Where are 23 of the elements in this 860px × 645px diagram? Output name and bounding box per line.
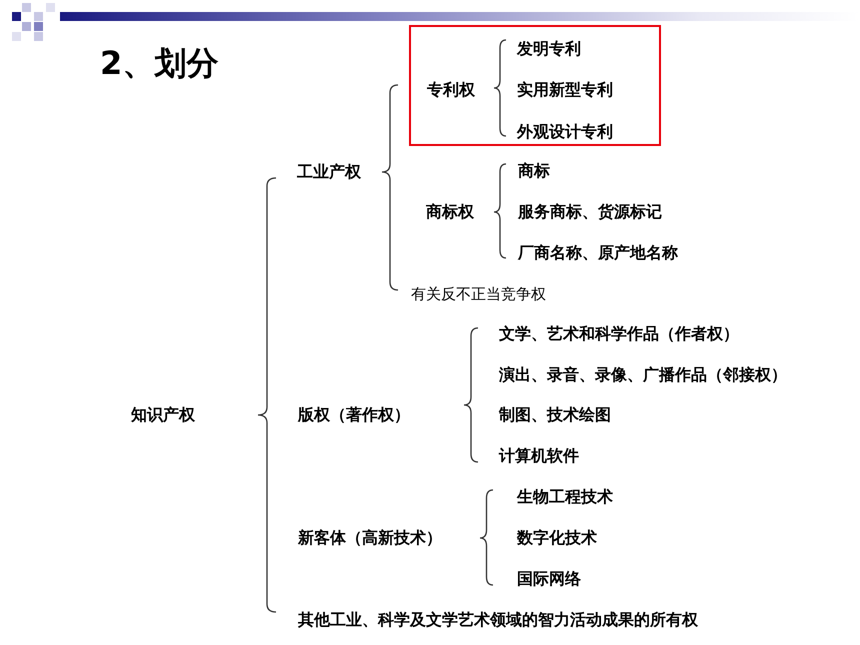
category-text: 文学、艺术和科学作品（作者权）: [499, 324, 739, 344]
category-text: 新客体（高新技术）: [298, 528, 442, 548]
category-text: 演出、录音、录像、广播作品（邻接权）: [499, 365, 787, 385]
category-text: 工业产权: [297, 162, 361, 182]
category-text: 实用新型专利: [517, 80, 613, 100]
category-text: 商标: [518, 161, 550, 181]
category-text: 发明专利: [517, 39, 581, 59]
category-text: 国际网络: [517, 569, 581, 589]
slide-title: 2、划分: [100, 43, 218, 84]
category-text: 专利权: [427, 80, 475, 100]
category-text: 厂商名称、原产地名称: [518, 243, 678, 263]
category-text: 有关反不正当竞争权: [411, 284, 546, 304]
category-text: 制图、技术绘图: [499, 405, 611, 425]
category-text: 商标权: [426, 202, 474, 222]
highlight-frame: [409, 25, 661, 146]
category-text: 其他工业、科学及文学艺术领域的智力活动成果的所有权: [298, 610, 698, 630]
category-text: 版权（著作权）: [298, 405, 410, 425]
category-text: 生物工程技术: [517, 487, 613, 507]
category-text: 服务商标、货源标记: [518, 202, 662, 222]
category-text: 计算机软件: [499, 446, 579, 466]
category-text: 数字化技术: [517, 528, 597, 548]
category-text: 外观设计专利: [517, 122, 613, 142]
category-text: 知识产权: [131, 405, 195, 425]
